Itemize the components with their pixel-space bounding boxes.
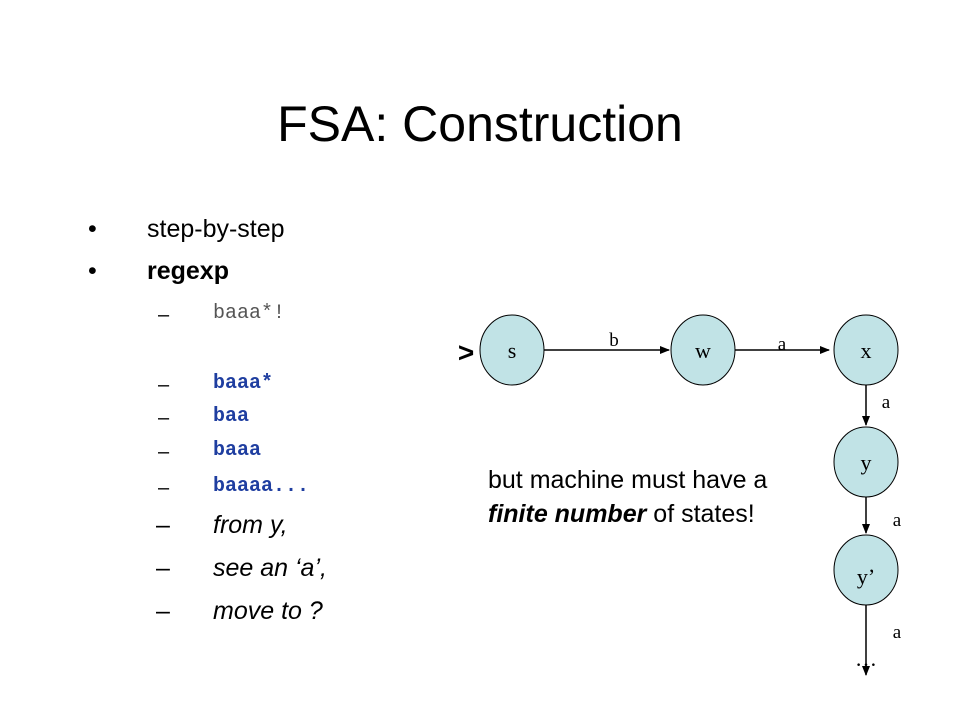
note-text-after: of states! bbox=[646, 500, 755, 528]
state-x bbox=[833, 314, 899, 386]
regexp-baaa-star: baaa* bbox=[213, 372, 274, 395]
regexp-baaaa-ellipsis: baaaa... bbox=[213, 475, 310, 498]
dash-marker: – bbox=[158, 407, 170, 429]
regexp-baaa-star-bang: baaa*! bbox=[213, 302, 286, 325]
finite-states-note: but machine must have a finite number of… bbox=[488, 463, 818, 531]
state-y-prime bbox=[833, 534, 899, 606]
start-marker: > bbox=[458, 337, 474, 368]
state-y bbox=[833, 426, 899, 498]
state-y-label: y bbox=[861, 450, 872, 475]
continuation-ellipsis: … bbox=[855, 646, 877, 671]
bullet-regexp: regexp bbox=[147, 257, 229, 285]
slide-title: FSA: Construction bbox=[277, 96, 683, 152]
state-s-label: s bbox=[508, 338, 517, 363]
question-from-y: from y, bbox=[213, 511, 288, 539]
edge-label-a: a bbox=[778, 334, 787, 355]
dash-marker: – bbox=[158, 304, 170, 326]
state-w-label: w bbox=[695, 338, 711, 363]
state-x-label: x bbox=[861, 338, 872, 363]
bullet-marker: • bbox=[88, 215, 97, 243]
bullet-marker: • bbox=[88, 257, 97, 285]
dash-marker: – bbox=[158, 441, 170, 463]
state-s bbox=[479, 314, 545, 386]
dash-marker: – bbox=[158, 374, 170, 396]
dash-marker: – bbox=[156, 511, 170, 539]
question-move-to: move to ? bbox=[213, 597, 323, 625]
edge-label-a: a bbox=[882, 392, 891, 413]
bullet-step-by-step: step-by-step bbox=[147, 215, 285, 243]
question-see-an-a: see an ‘a’, bbox=[213, 554, 327, 582]
dash-marker: – bbox=[156, 597, 170, 625]
edge-label-b: b bbox=[609, 330, 619, 351]
regexp-baaa: baaa bbox=[213, 439, 262, 462]
note-text-before: but machine must have a bbox=[488, 466, 768, 494]
note-finite-number: finite number bbox=[488, 500, 647, 528]
state-w bbox=[670, 314, 736, 386]
edge-label-a: a bbox=[893, 622, 902, 643]
dash-marker: – bbox=[156, 554, 170, 582]
regexp-baa: baa bbox=[213, 405, 250, 428]
edge-label-a: a bbox=[893, 510, 902, 531]
dash-marker: – bbox=[158, 477, 170, 499]
state-y-prime-label: y’ bbox=[857, 564, 875, 589]
